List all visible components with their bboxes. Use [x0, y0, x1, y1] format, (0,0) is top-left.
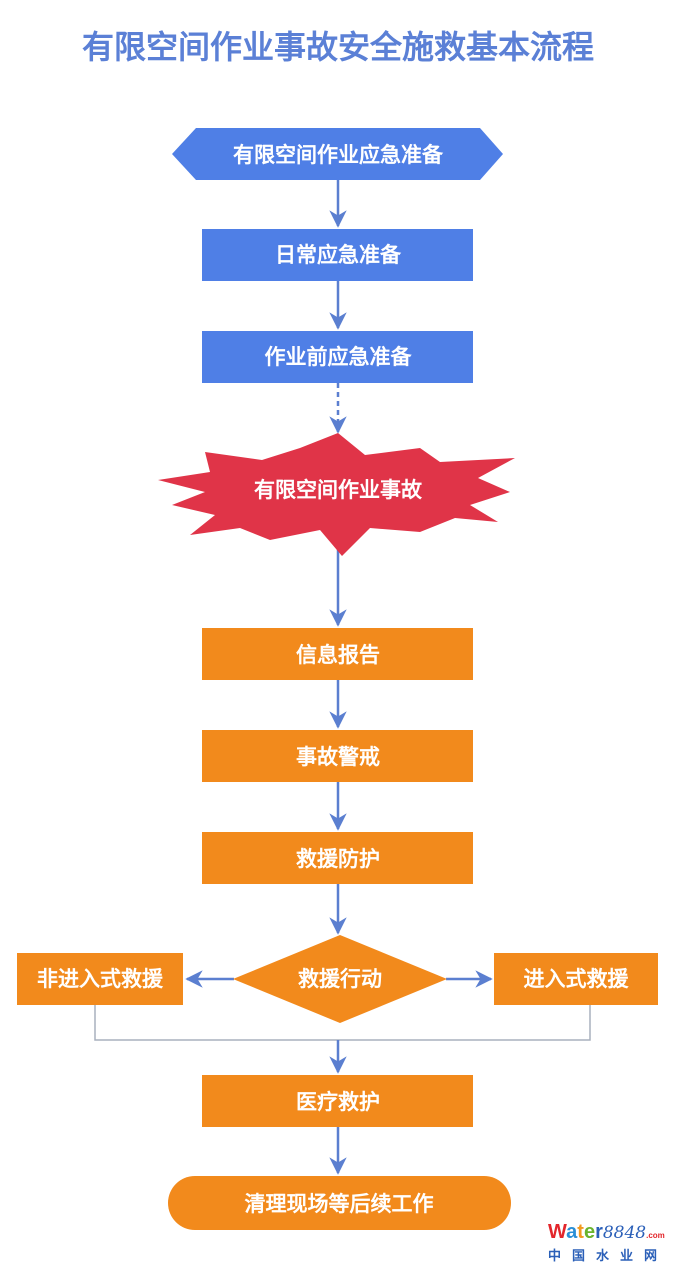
- connectors: [94, 180, 591, 1175]
- svg-text:有限空间作业事故: 有限空间作业事故: [254, 478, 423, 502]
- merge-line: [94, 1005, 591, 1041]
- svg-text:事故警戒: 事故警戒: [296, 745, 380, 769]
- node-rescue-action: 救援行动: [233, 935, 447, 1023]
- node-medical: 医疗救护: [202, 1075, 473, 1127]
- node-alert: 事故警戒: [202, 730, 473, 782]
- svg-text:救援行动: 救援行动: [298, 967, 382, 991]
- svg-text:医疗救护: 医疗救护: [296, 1090, 380, 1114]
- logo-cn: 中国水业网: [548, 1249, 669, 1264]
- node-accident: 有限空间作业事故: [158, 433, 515, 556]
- node-protection: 救援防护: [202, 832, 473, 884]
- node-start: 有限空间作业应急准备: [172, 128, 503, 180]
- svg-text:进入式救援: 进入式救援: [524, 967, 630, 991]
- node-non-entry: 非进入式救援: [17, 953, 183, 1005]
- node-report: 信息报告: [202, 628, 473, 680]
- logo-brand: Water8848.com: [548, 1221, 665, 1243]
- watermark-logo: Water8848.com 中国水业网: [548, 1222, 673, 1265]
- svg-text:非进入式救援: 非进入式救援: [37, 967, 164, 991]
- svg-text:信息报告: 信息报告: [296, 643, 380, 667]
- node-cleanup: 清理现场等后续工作: [168, 1176, 511, 1230]
- svg-text:有限空间作业应急准备: 有限空间作业应急准备: [233, 143, 444, 167]
- diagram-title: 有限空间作业事故安全施救基本流程: [82, 28, 594, 66]
- svg-text:清理现场等后续工作: 清理现场等后续工作: [245, 1192, 434, 1216]
- node-entry: 进入式救援: [494, 953, 658, 1005]
- svg-text:救援防护: 救援防护: [296, 847, 380, 871]
- svg-text:日常应急准备: 日常应急准备: [275, 243, 402, 267]
- node-pre-work: 作业前应急准备: [202, 331, 473, 383]
- node-daily: 日常应急准备: [202, 229, 473, 281]
- svg-text:作业前应急准备: 作业前应急准备: [265, 345, 413, 369]
